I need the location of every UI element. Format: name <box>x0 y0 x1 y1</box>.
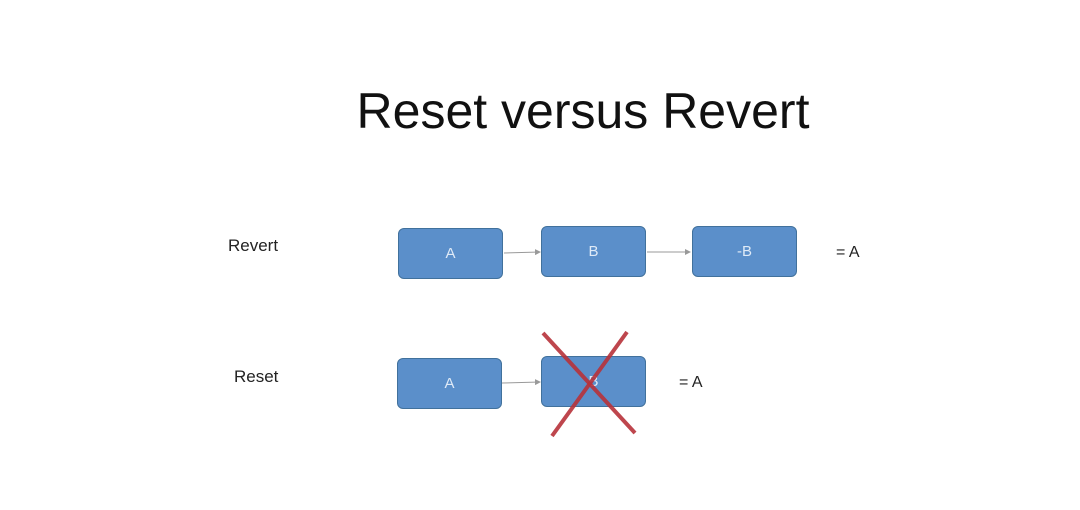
arrow <box>501 379 541 386</box>
slide-title: Reset versus Revert <box>356 83 810 139</box>
arrow <box>503 249 541 256</box>
cross-out-icon <box>541 330 637 438</box>
result-revert: = A <box>836 244 860 261</box>
commit-box-b: B <box>541 226 646 277</box>
commit-box-a: A <box>398 228 503 279</box>
commit-box-a: A <box>397 358 502 409</box>
result-reset: = A <box>679 374 703 391</box>
row-label-reset: Reset <box>234 367 279 386</box>
commit-box-neg-b: -B <box>692 226 797 277</box>
row-label-revert: Revert <box>228 236 279 255</box>
